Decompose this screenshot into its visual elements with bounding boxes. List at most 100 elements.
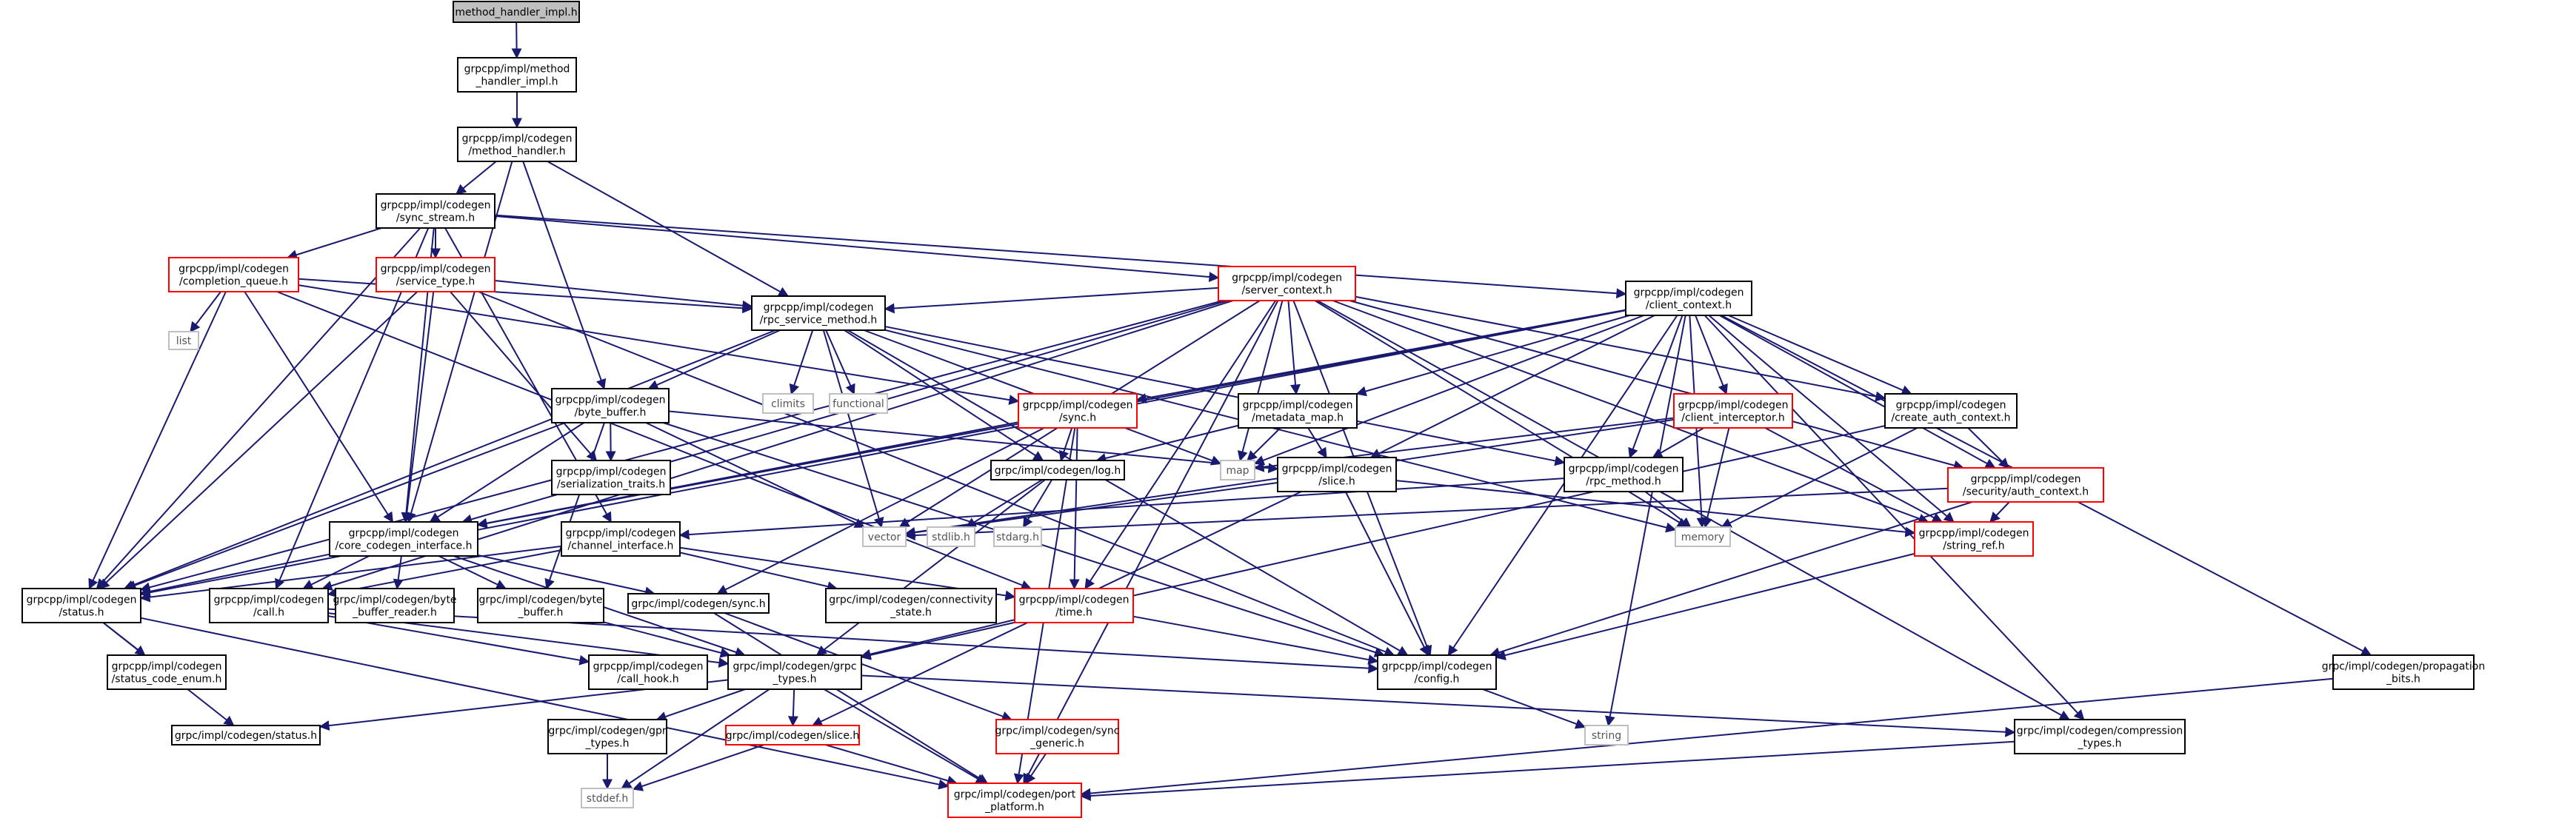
node-box — [335, 588, 455, 623]
graph-edge-n9-n46 — [1604, 315, 1686, 727]
graph-edge-n16-n22 — [1967, 427, 2009, 469]
graph-node-n9[interactable]: grpcpp/impl/codegen/client_context.h — [1625, 281, 1752, 316]
node-label: stdarg.h — [996, 532, 1039, 543]
node-label: grpc/impl/codegen/sync.h — [631, 598, 765, 610]
node-label: grpcpp/impl/codegen — [566, 528, 676, 540]
graph-edge-n6-n49 — [1023, 300, 1279, 785]
graph-node-n36[interactable]: grpcpp/impl/codegen/time.h — [1014, 588, 1134, 623]
node-label: grpc/impl/codegen/grpc — [733, 661, 856, 673]
node-box — [825, 588, 997, 623]
graph-node-n47[interactable]: grpc/impl/codegen/compression_types.h — [2014, 719, 2186, 754]
node-label: grpcpp/impl/codegen — [1282, 463, 1392, 475]
graph-edge-n2-n3 — [456, 161, 497, 195]
graph-node-n13[interactable]: grpcpp/impl/codegen/sync.h — [1018, 393, 1138, 429]
node-label: _bits.h — [2386, 674, 2420, 686]
graph-node-n5[interactable]: grpcpp/impl/codegen/service_type.h — [376, 257, 495, 292]
node-label: /status_code_enum.h — [112, 674, 222, 686]
node-box — [376, 257, 495, 292]
graph-node-n27[interactable]: grpcpp/impl/codegen/core_codegen_interfa… — [329, 521, 478, 557]
graph-node-n8[interactable]: grpcpp/impl/codegen/rpc_service_method.h — [751, 295, 886, 331]
graph-edge-n8-n11 — [825, 329, 855, 395]
graph-node-n40[interactable]: grpcpp/impl/codegen/config.h — [1377, 654, 1497, 690]
graph-node-n11: functional — [829, 393, 888, 414]
node-box — [168, 257, 299, 292]
graph-node-n30[interactable]: grpcpp/impl/codegen/status.h — [21, 588, 141, 623]
graph-node-n18: map — [1220, 460, 1255, 480]
node-label: grpcpp/impl/codegen — [1971, 474, 2081, 486]
node-label: /sync.h — [1059, 412, 1096, 424]
graph-node-n39[interactable]: grpc/impl/codegen/grpc_types.h — [727, 654, 862, 690]
graph-node-n2[interactable]: grpcpp/impl/codegen/method_handler.h — [457, 127, 577, 162]
node-label: /channel_interface.h — [568, 540, 674, 552]
node-box — [551, 388, 670, 423]
graph-node-n3[interactable]: grpcpp/impl/codegen/sync_stream.h — [376, 193, 495, 229]
graph-edge-n22-n23 — [904, 487, 1949, 541]
node-box — [627, 593, 770, 614]
node-label: functional — [832, 398, 884, 410]
graph-edge-n27-n34 — [477, 554, 655, 597]
graph-node-n1[interactable]: grpcpp/impl/method_handler_impl.h — [457, 57, 577, 93]
graph-node-n17[interactable]: grpcpp/impl/codegen/serialization_traits… — [551, 460, 671, 495]
node-label: /slice.h — [1318, 476, 1355, 488]
graph-node-n45[interactable]: grpc/impl/codegen/sync_generic.h — [995, 719, 1120, 754]
graph-node-n14[interactable]: grpcpp/impl/codegen/metadata_map.h — [1238, 393, 1358, 429]
graph-node-n29[interactable]: grpcpp/impl/codegen/string_ref.h — [1914, 521, 2034, 557]
graph-node-n22[interactable]: grpcpp/impl/codegen/security/auth_contex… — [1947, 467, 2104, 503]
graph-node-n4[interactable]: grpcpp/impl/codegen/completion_queue.h — [168, 257, 299, 292]
graph-node-n19[interactable]: grpc/impl/codegen/log.h — [990, 460, 1125, 480]
graph-node-n20[interactable]: grpcpp/impl/codegen/slice.h — [1277, 457, 1397, 492]
node-label: grpcpp/impl/codegen — [381, 264, 491, 275]
node-box — [1947, 467, 2104, 503]
graph-edge-n27-n32 — [393, 555, 404, 590]
graph-edge-n12-n30 — [125, 422, 566, 591]
graph-edge-n4-n7 — [190, 291, 221, 333]
graph-edge-n9-n21 — [1628, 315, 1684, 459]
graph-node-n37[interactable]: grpcpp/impl/codegen/status_code_enum.h — [107, 654, 227, 690]
graph-node-n6[interactable]: grpcpp/impl/codegen/server_context.h — [1218, 266, 1356, 301]
graph-edge-n9-n14 — [1355, 315, 1630, 397]
graph-node-n15[interactable]: grpcpp/impl/codegen/client_interceptor.h — [1673, 393, 1793, 429]
graph-node-n28[interactable]: grpcpp/impl/codegen/channel_interface.h — [561, 521, 681, 557]
node-box — [171, 725, 321, 745]
graph-edge-n36-n40 — [1132, 615, 1379, 665]
graph-edge-n6-n29 — [1332, 300, 1929, 524]
graph-node-n31[interactable]: grpcpp/impl/codegen/call.h — [209, 588, 329, 623]
graph-node-n38[interactable]: grpcpp/impl/codegen/call_hook.h — [588, 654, 708, 690]
graph-node-n42[interactable]: grpc/impl/codegen/status.h — [171, 725, 321, 745]
graph-node-n21[interactable]: grpcpp/impl/codegen/rpc_method.h — [1564, 457, 1684, 492]
graph-node-n49[interactable]: grpc/impl/codegen/port_platform.h — [947, 783, 1082, 818]
node-label: grpcpp/impl/codegen — [214, 594, 324, 606]
graph-node-n12[interactable]: grpcpp/impl/codegen/byte_buffer.h — [551, 388, 670, 423]
node-label: _types.h — [2078, 738, 2122, 750]
node-label: grpcpp/impl/codegen — [1023, 400, 1133, 412]
node-box — [990, 460, 1125, 480]
node-label: grpc/impl/codegen/sync — [995, 726, 1120, 737]
graph-edge-n4-n30 — [88, 291, 227, 590]
graph-node-n43[interactable]: grpc/impl/codegen/gpr_types.h — [547, 719, 667, 754]
graph-edge-n41-n49 — [1080, 677, 2334, 799]
graph-node-n41[interactable]: grpc/impl/codegen/propagation_bits.h — [2322, 654, 2485, 690]
node-label: /server_context.h — [1241, 285, 1332, 297]
graph-edge-n2-n8 — [547, 161, 790, 297]
node-label: /serialization_traits.h — [557, 479, 665, 491]
node-label: /security/auth_context.h — [1963, 486, 2089, 498]
graph-node-n34[interactable]: grpc/impl/codegen/sync.h — [627, 593, 770, 614]
graph-edge-n8-n40 — [847, 329, 1409, 656]
node-label: grpc/impl/codegen/port — [954, 789, 1076, 801]
graph-node-n35[interactable]: grpc/impl/codegen/connectivity_state.h — [825, 588, 997, 623]
graph-edge-n12-n27 — [429, 422, 584, 523]
graph-edge-n15-n29 — [1764, 427, 1943, 523]
graph-node-n44[interactable]: grpc/impl/codegen/slice.h — [725, 725, 860, 745]
graph-edge-n5-n40 — [478, 291, 1395, 657]
node-box — [2014, 719, 2186, 754]
node-box — [209, 588, 329, 623]
node-box — [581, 788, 634, 808]
graph-node-n16[interactable]: grpcpp/impl/codegen/create_auth_context.… — [1884, 393, 2018, 429]
graph-node-n25: stdarg.h — [993, 526, 1042, 547]
graph-node-n0[interactable]: method_handler_impl.h — [453, 1, 580, 23]
graph-node-n32[interactable]: grpc/impl/codegen/byte_buffer_reader.h — [333, 588, 457, 623]
graph-edge-n9-n47 — [1704, 315, 2085, 721]
node-label: /call.h — [253, 607, 284, 619]
graph-node-n33[interactable]: grpc/impl/codegen/byte_buffer.h — [477, 588, 604, 623]
node-box — [927, 526, 975, 547]
